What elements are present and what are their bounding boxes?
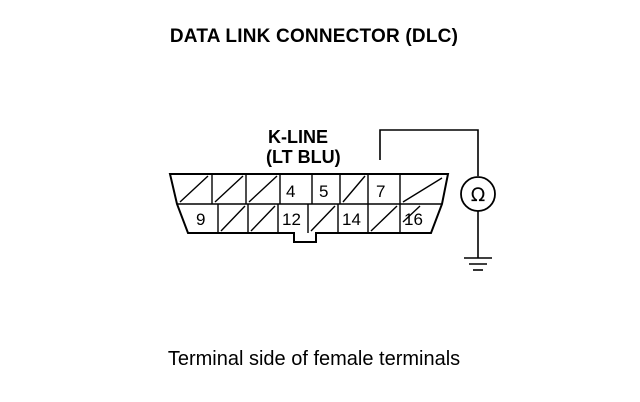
signal-name-label: K-LINE xyxy=(268,127,328,147)
connector-outline xyxy=(168,173,450,243)
bottom-row-dividers xyxy=(217,204,401,233)
empty-cavities-bottom xyxy=(220,205,421,232)
k-line-lead-wire xyxy=(379,129,479,176)
pin-14-label: 14 xyxy=(342,210,361,229)
wire-color-label: (LT BLU) xyxy=(266,147,341,167)
pin-7-label: 7 xyxy=(376,182,385,201)
empty-cavities-top xyxy=(179,175,443,203)
pin-16-label: 16 xyxy=(404,210,423,229)
ohm-symbol: Ω xyxy=(471,184,486,206)
ground-icon xyxy=(464,257,492,271)
pin-5-label: 5 xyxy=(319,182,328,201)
pin-9-label: 9 xyxy=(196,210,205,229)
pin-4-label: 4 xyxy=(286,182,295,201)
diagram-caption: Terminal side of female terminals xyxy=(167,348,461,370)
top-row-dividers xyxy=(211,174,401,204)
diagram-title: DATA LINK CONNECTOR (DLC) xyxy=(169,26,459,47)
pin-12-label: 12 xyxy=(282,210,301,229)
